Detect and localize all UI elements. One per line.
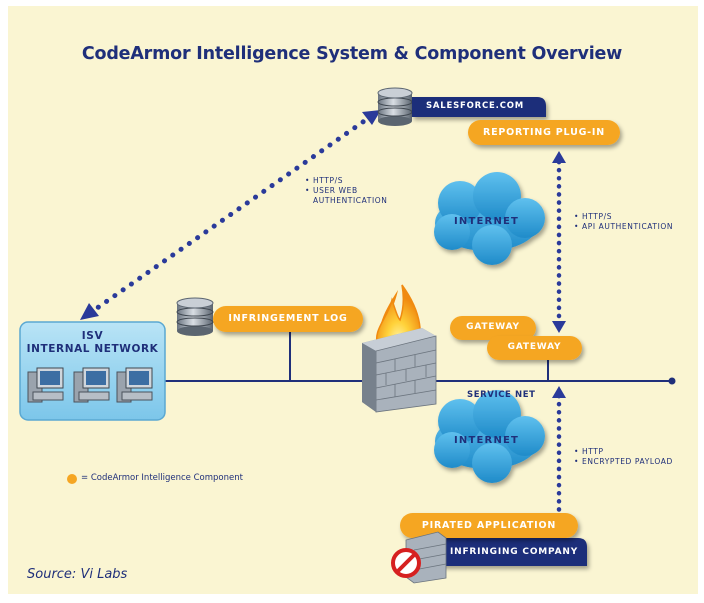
infringement-log-pill — [213, 306, 363, 332]
arrowhead-salesforce — [362, 110, 381, 125]
infringing-company-bar — [430, 538, 587, 566]
pirated-application-pill — [400, 513, 578, 538]
source-credit: Source: Vi Labs — [27, 567, 128, 582]
arrowhead-gateway — [552, 321, 566, 333]
diagram-title: CodeArmor Intelligence System & Componen… — [81, 44, 623, 64]
database-icon — [176, 297, 214, 336]
arrowhead-servicenet — [552, 386, 566, 398]
internet-bottom-label: INTERNET — [454, 435, 520, 446]
legend-dot — [67, 474, 77, 484]
computer-icon — [73, 367, 110, 403]
computer-icon — [116, 367, 153, 403]
left-protocol-note-2: • USER WEB — [305, 186, 358, 195]
left-protocol-note-1: • HTTP/S — [305, 176, 344, 185]
isv-label-line2: INTERNAL NETWORK — [26, 343, 159, 355]
infringing-company-label: INFRINGING COMPANY — [450, 547, 579, 557]
salesforce-label: SALESFORCE.COM — [426, 101, 525, 111]
firewall-fire-icon — [362, 284, 437, 413]
reporting-plugin-label: REPORTING PLUG-IN — [482, 127, 606, 138]
database-icon — [377, 87, 413, 126]
service-net-label: SERVICE NET — [467, 390, 536, 400]
connection-isv-salesforce — [87, 114, 373, 316]
internet-top-label: INTERNET — [454, 216, 520, 227]
right-bottom-protocol-note-1: • HTTP — [574, 447, 604, 456]
left-protocol-note-3: AUTHENTICATION — [313, 196, 388, 205]
cloud-icon — [434, 172, 545, 265]
cloud-icon — [434, 390, 545, 483]
right-top-protocol-note-1: • HTTP/S — [574, 212, 613, 221]
salesforce-bar — [412, 97, 546, 117]
gateway-back-label: GATEWAY — [466, 322, 520, 332]
legend-text: = CodeArmor Intelligence Component — [81, 473, 243, 483]
reporting-plugin-pill — [468, 120, 620, 145]
right-top-protocol-note-2: • API AUTHENTICATION — [574, 222, 674, 231]
isv-network-box — [19, 321, 166, 421]
frame-inner — [8, 6, 698, 594]
service-net-endpoint — [668, 377, 676, 385]
isv-label-line1: ISV — [81, 330, 104, 342]
right-bottom-protocol-note-2: • ENCRYPTED PAYLOAD — [574, 457, 673, 466]
gateway-back-pill — [450, 316, 536, 340]
pirated-application-label: PIRATED APPLICATION — [421, 520, 557, 531]
computer-icon — [27, 367, 64, 403]
no-entry-icon — [391, 531, 447, 584]
arrowhead-isv — [80, 303, 99, 320]
infringement-log-label: INFRINGEMENT LOG — [228, 313, 348, 324]
gateway-front-label: GATEWAY — [507, 342, 562, 352]
gateway-front-pill — [487, 336, 582, 360]
arrowhead-plugin — [552, 151, 566, 163]
